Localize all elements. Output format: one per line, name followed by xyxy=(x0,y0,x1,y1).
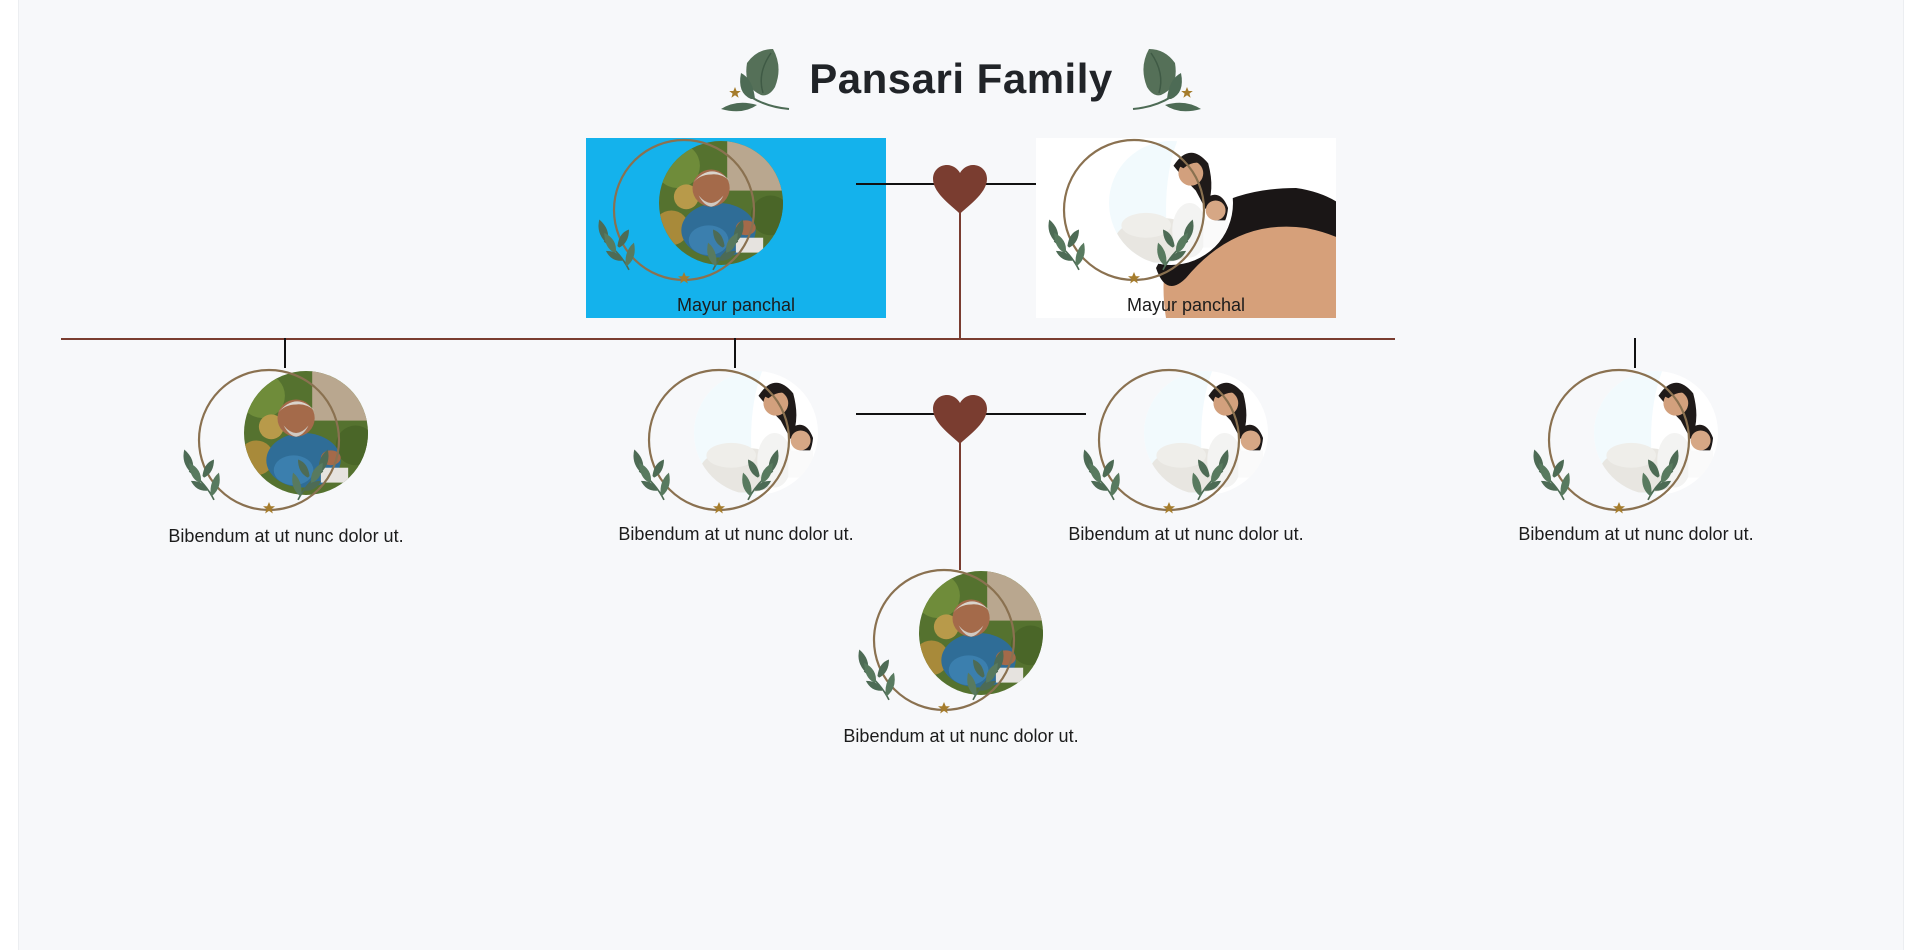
avatar xyxy=(1531,368,1731,518)
member-name: Mayur panchal xyxy=(1126,295,1246,315)
avatar xyxy=(181,368,381,518)
laurel-leaf-icon xyxy=(1127,47,1205,117)
descent-line xyxy=(959,436,961,570)
sibling-line xyxy=(61,338,1395,340)
title-area: Pansari Family xyxy=(19,44,1903,120)
parent-card-left[interactable]: Mayur panchal xyxy=(586,138,886,318)
family-tree-canvas: Pansari Family Mayur panchal Mayur panch… xyxy=(18,0,1904,950)
member-name: Bibendum at ut nunc dolor ut. xyxy=(1518,524,1754,544)
avatar xyxy=(856,568,1056,718)
member-name: Bibendum at ut nunc dolor ut. xyxy=(168,526,404,546)
avatar xyxy=(1046,138,1246,288)
descent-line xyxy=(959,205,961,339)
member-name: Bibendum at ut nunc dolor ut. xyxy=(843,726,1079,746)
child-drop-line xyxy=(284,338,286,368)
family-title: Pansari Family xyxy=(809,55,1113,102)
avatar xyxy=(1081,368,1281,518)
member-name: Bibendum at ut nunc dolor ut. xyxy=(1068,524,1304,544)
member-name: Mayur panchal xyxy=(676,295,796,315)
laurel-leaf-icon xyxy=(717,47,795,117)
avatar xyxy=(596,138,796,288)
member-name: Bibendum at ut nunc dolor ut. xyxy=(618,524,854,544)
child-drop-line xyxy=(1634,338,1636,368)
child-drop-line xyxy=(734,338,736,368)
parent-card-right[interactable]: Mayur panchal xyxy=(1036,138,1336,318)
avatar xyxy=(631,368,831,518)
